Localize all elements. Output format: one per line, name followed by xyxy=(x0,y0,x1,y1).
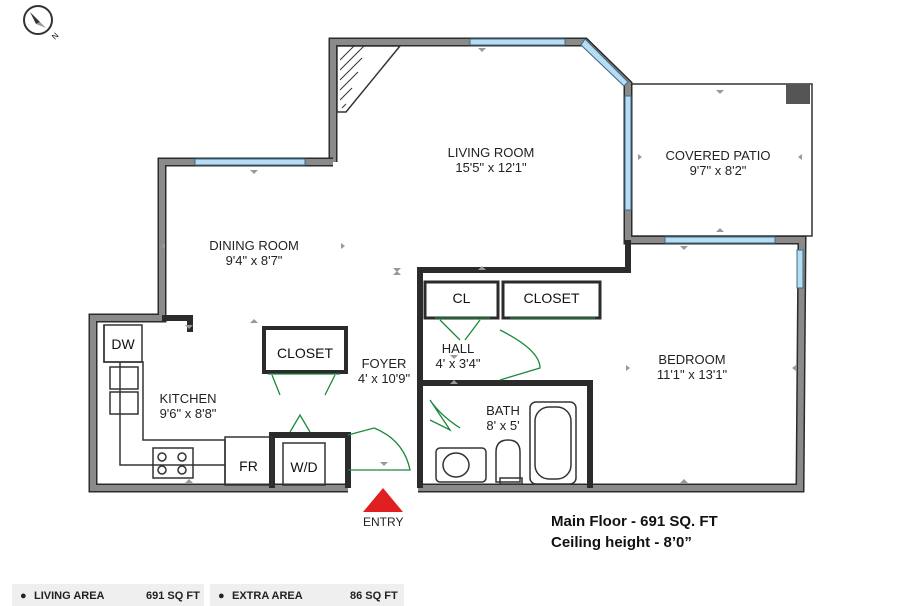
stove xyxy=(152,447,194,479)
living-area-bar: ● LIVING AREA 691 SQ FT xyxy=(12,584,204,606)
room-label-dining-room: DINING ROOM 9'4" x 8'7" xyxy=(209,238,299,268)
room-label-foyer: FOYER 4' x 10'9" xyxy=(358,356,410,386)
windows xyxy=(194,38,804,289)
entry-arrow-icon[interactable] xyxy=(363,488,403,512)
room-name: DINING ROOM xyxy=(209,238,299,253)
room-label-bath: BATH 8' x 5' xyxy=(486,403,520,433)
summary-area: Main Floor - 691 SQ. FT xyxy=(551,513,718,530)
interior-walls xyxy=(162,240,631,488)
extra-area-value: 86 SQ FT xyxy=(350,590,398,602)
room-label-living-room: LIVING ROOM 15'5" x 12'1" xyxy=(448,145,535,175)
room-dimensions: 4' x 3'4" xyxy=(435,356,481,371)
room-name: COVERED PATIO xyxy=(665,148,771,163)
refrigerator-label: FR xyxy=(239,458,258,474)
fireplace xyxy=(336,45,402,113)
floor-summary: Main Floor - 691 SQ. FT Ceiling height -… xyxy=(551,511,718,553)
room-label-kitchen: KITCHEN 9'6" x 8'8" xyxy=(159,391,216,421)
covered-patio-outline xyxy=(631,83,813,237)
room-name: LIVING ROOM xyxy=(447,145,535,160)
sink-basin xyxy=(109,391,139,415)
closet-doors xyxy=(268,317,595,375)
exterior-walls xyxy=(88,37,807,493)
bathroom-sink xyxy=(435,447,487,483)
closet-bedroom-label: CLOSET xyxy=(523,290,580,306)
room-name: BATH xyxy=(486,403,520,418)
room-dimensions: 11'1" x 13'1" xyxy=(656,367,728,382)
washer-dryer-label: W/D xyxy=(290,459,318,475)
living-area-label: LIVING AREA xyxy=(34,590,105,602)
closet-foyer-label: CLOSET xyxy=(276,345,333,361)
summary-ceiling: Ceiling height - 8’0” xyxy=(551,534,692,551)
room-name: HALL xyxy=(441,341,475,356)
bullet-icon: ● xyxy=(20,590,27,602)
room-dimensions: 9'7" x 8'2" xyxy=(689,163,747,178)
bullet-icon: ● xyxy=(218,590,225,602)
door-swings xyxy=(271,319,541,471)
bathtub xyxy=(529,401,577,485)
kitchen-counter xyxy=(103,324,326,486)
compass-icon: N xyxy=(23,5,61,42)
dishwasher-label: DW xyxy=(111,336,135,352)
room-dimensions: 9'6" x 8'8" xyxy=(159,406,217,421)
room-dimensions: 8' x 5' xyxy=(486,418,520,433)
room-name: BEDROOM xyxy=(658,352,726,367)
sink-basin xyxy=(109,366,139,390)
closet-hall-label: CL xyxy=(452,290,471,306)
room-dimensions: 9'4" x 8'7" xyxy=(225,253,283,268)
entry-label: ENTRY xyxy=(363,515,404,529)
extra-area-label: EXTRA AREA xyxy=(232,590,303,602)
svg-text:N: N xyxy=(50,31,61,42)
room-label-covered-patio: COVERED PATIO 9'7" x 8'2" xyxy=(666,148,771,178)
refrigerator xyxy=(224,436,273,486)
room-label-hall: HALL 4' x 3'4" xyxy=(436,341,481,371)
room-label-bedroom: BEDROOM 11'1" x 13'1" xyxy=(657,352,727,382)
extra-area-bar: ● EXTRA AREA 86 SQ FT xyxy=(210,584,404,606)
bath-fixtures xyxy=(435,401,577,485)
dimension-markers xyxy=(161,48,802,483)
room-name: KITCHEN xyxy=(159,391,217,406)
washer-dryer xyxy=(282,442,326,486)
living-area-value: 691 SQ FT xyxy=(146,590,200,602)
toilet xyxy=(495,439,521,483)
dishwasher xyxy=(103,324,143,363)
room-dimensions: 15'5" x 12'1" xyxy=(455,160,527,175)
room-dimensions: 4' x 10'9" xyxy=(357,371,411,386)
room-name: FOYER xyxy=(361,356,407,371)
